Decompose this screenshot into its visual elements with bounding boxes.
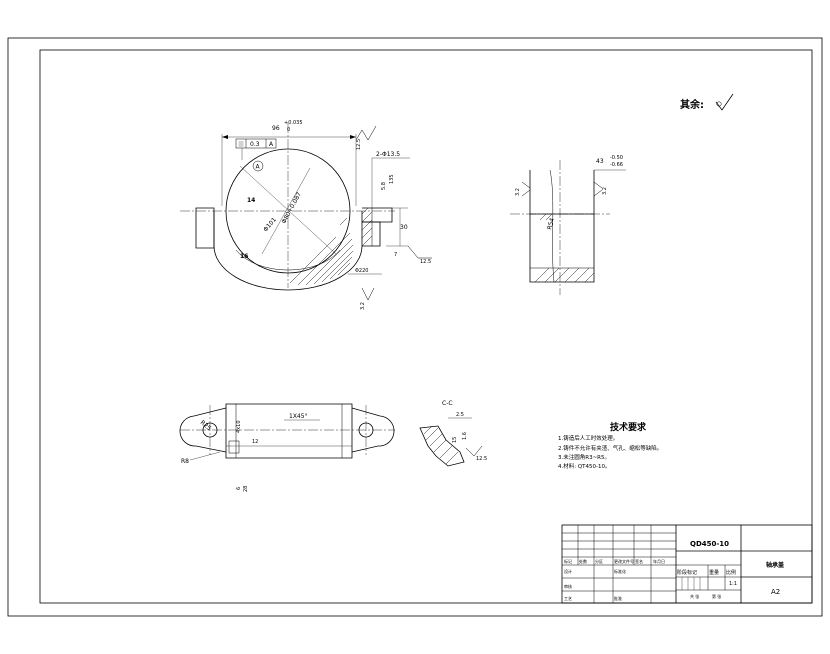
- dim-width-tol: +0.035: [284, 120, 303, 126]
- svg-text:标准化: 标准化: [614, 568, 626, 574]
- surface-finish-label: 其余:: [680, 98, 704, 111]
- svg-text:14: 14: [247, 197, 255, 204]
- svg-text:R25: R25: [199, 419, 213, 432]
- svg-text:处数: 处数: [579, 558, 587, 564]
- svg-text:A: A: [256, 164, 261, 171]
- left-bolt-hole: [202, 422, 218, 438]
- drawing-number: QD450-10: [690, 540, 729, 548]
- svg-text:15: 15: [452, 437, 458, 443]
- svg-text:1X45°: 1X45°: [289, 413, 308, 420]
- right-bolt-hole: [358, 422, 374, 438]
- tech-item-4: 4.材料: QT450-10。: [558, 462, 611, 470]
- surface-roughness-icon: [715, 93, 734, 111]
- svg-text:R8: R8: [181, 458, 189, 465]
- svg-text:Φ101: Φ101: [262, 216, 278, 233]
- tech-item-1: 1.铸造后人工时效处理。: [558, 434, 618, 442]
- bore-circle: [225, 148, 351, 274]
- front-view: 96 +0.035 0 12.5 0.3 A A 2-Φ13.5 5.8 135…: [180, 120, 432, 310]
- svg-text:12: 12: [252, 439, 258, 445]
- right-lug-top: [362, 207, 393, 223]
- svg-text:标记: 标记: [564, 558, 572, 564]
- dim-width-tol2: 0: [287, 127, 290, 133]
- side-outline: [529, 170, 595, 283]
- symmetry-icon: [238, 141, 244, 147]
- svg-text:1.6: 1.6: [462, 432, 468, 440]
- plan-view: 1X45° R25 R8 4x10 12 6 28: [179, 403, 395, 492]
- svg-text:4x10: 4x10: [236, 420, 242, 433]
- side-hatching: [534, 213, 595, 283]
- svg-text:3.2: 3.2: [515, 188, 521, 196]
- plan-body: [225, 403, 353, 459]
- svg-text:签名: 签名: [635, 558, 643, 564]
- ra-125-top: 12.5: [356, 139, 362, 150]
- svg-text:共 张: 共 张: [690, 593, 699, 599]
- section-roughness-icon: [465, 445, 483, 457]
- body-outline: [213, 211, 363, 291]
- side-view: 43 -0.50 -0.66 3.2 3.2 R54: [510, 155, 626, 295]
- front-hatching: [289, 217, 354, 286]
- section-cc: C-C 2.5 15 1.6 12.5: [419, 400, 487, 467]
- title-block: QD450-10 轴承盖 A2 1:1 重量 比例 阶段标记 共 张 第 张 标…: [561, 524, 813, 604]
- dim-width: 96: [272, 125, 280, 132]
- left-lug: [195, 207, 215, 249]
- svg-text:6: 6: [236, 487, 242, 490]
- right-lug-hatching: [361, 207, 373, 247]
- tech-requirements: 技术要求 1.铸造后人工时效处理。 2.铸件不允许有夹渣、气孔、缩松等缺陷。 3…: [558, 421, 662, 470]
- svg-text:工艺: 工艺: [564, 596, 572, 601]
- sheet-size: A2: [771, 588, 780, 596]
- svg-text:28: 28: [243, 486, 249, 492]
- svg-text:批准: 批准: [614, 595, 622, 601]
- tech-requirements-title: 技术要求: [610, 421, 647, 433]
- tech-item-3: 3.未注圆角R3~R5。: [558, 453, 610, 461]
- svg-text:2.5: 2.5: [456, 412, 464, 418]
- svg-text:C-C: C-C: [442, 400, 453, 407]
- roughness-bottom-icon: [361, 287, 375, 301]
- svg-text:-0.50: -0.50: [610, 155, 623, 161]
- svg-text:年月日: 年月日: [653, 558, 665, 564]
- plan-right-lug: [351, 407, 395, 453]
- svg-text:43: 43: [596, 158, 604, 165]
- svg-text:R54: R54: [546, 217, 556, 230]
- svg-text:分区: 分区: [595, 558, 603, 564]
- svg-text:A: A: [269, 141, 274, 148]
- plan-left-lug: [179, 407, 227, 453]
- svg-text:12.5: 12.5: [420, 259, 431, 265]
- svg-text:比例: 比例: [726, 569, 736, 576]
- svg-text:重量: 重量: [709, 569, 719, 576]
- roughness-symbol-icon: [355, 125, 377, 141]
- holes-callout: 2-Φ13.5: [376, 151, 400, 158]
- gdt-frame: 0.3 A: [235, 138, 277, 149]
- svg-text:3.2: 3.2: [602, 187, 608, 195]
- svg-text:阶段标记: 阶段标记: [677, 569, 697, 576]
- svg-text:7: 7: [394, 252, 397, 258]
- tech-item-2: 2.铸件不允许有夹渣、气孔、缩松等缺陷。: [558, 444, 662, 452]
- datum-circle: [252, 160, 264, 172]
- section-hatching: [423, 425, 459, 465]
- svg-text:16: 16: [240, 253, 248, 260]
- part-name: 轴承盖: [766, 561, 784, 569]
- surface-finish-note: 其余:: [680, 93, 734, 111]
- svg-text:审核: 审核: [564, 583, 572, 589]
- svg-text:3.2: 3.2: [360, 302, 366, 310]
- svg-text:12.5: 12.5: [476, 456, 487, 462]
- roughness-right-icon: [407, 245, 432, 259]
- inner-border: [39, 49, 813, 604]
- scale-value: 1:1: [729, 581, 737, 587]
- svg-text:0.3: 0.3: [250, 141, 260, 148]
- svg-text:Φ80+0.087: Φ80+0.087: [281, 191, 303, 225]
- section-profile: [419, 425, 465, 467]
- svg-text:30: 30: [400, 224, 408, 231]
- svg-text:135: 135: [389, 174, 395, 184]
- svg-text:更改文件号: 更改文件号: [614, 558, 634, 564]
- svg-text:5.8: 5.8: [381, 182, 387, 190]
- svg-text:Φ220: Φ220: [355, 268, 368, 274]
- svg-text:-0.66: -0.66: [610, 162, 623, 168]
- outer-frame: [7, 37, 823, 617]
- svg-text:第 张: 第 张: [712, 593, 721, 599]
- svg-text:设计: 设计: [564, 568, 572, 574]
